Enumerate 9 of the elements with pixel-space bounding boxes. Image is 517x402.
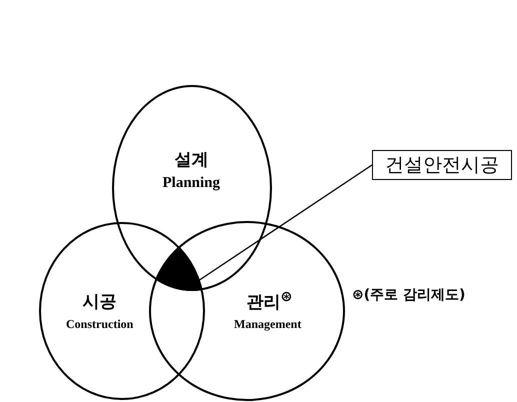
label-box: 건설안전시공 <box>372 150 512 180</box>
footnote: ⊛(주로 감리제도) <box>352 286 466 304</box>
korean-label: 설계 <box>174 149 208 171</box>
english-label: Construction <box>66 317 134 332</box>
english-label: Planning <box>162 175 220 192</box>
korean-label: 관리$^{⊛}$ <box>246 289 292 314</box>
english-label: Management <box>234 317 302 332</box>
leader-line <box>198 164 372 282</box>
korean-label: 시공 <box>82 291 116 313</box>
